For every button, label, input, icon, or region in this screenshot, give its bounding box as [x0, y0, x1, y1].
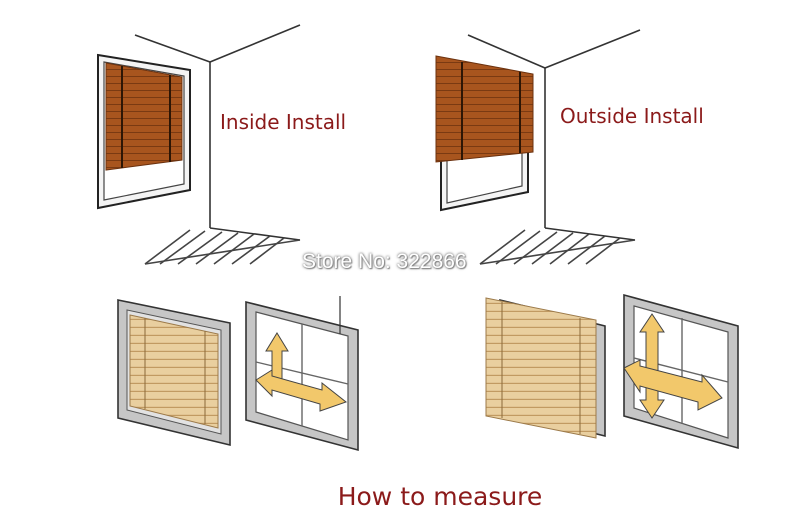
inside-room-walls [134, 24, 301, 241]
outside-room-walls [467, 29, 641, 241]
outside-install-label: Outside Install [560, 104, 704, 128]
width-arrow-icon-outside [623, 359, 723, 411]
inside-install-scene [97, 24, 301, 265]
outside-floor-boards [479, 229, 636, 265]
outside-blind [435, 55, 534, 163]
inside-blind [105, 62, 183, 171]
measure-inside-blind [117, 299, 231, 447]
store-watermark: Store No: 322866 [302, 250, 467, 273]
how-to-measure-title: How to measure [337, 482, 543, 511]
height-arrow-icon-outside [639, 313, 665, 419]
inside-install-label: Inside Install [220, 110, 347, 134]
measure-outside-blind [485, 297, 606, 439]
outside-install-scene [435, 29, 641, 265]
measure-inside-window [245, 296, 359, 452]
width-arrow-icon [255, 369, 348, 412]
measure-outside-window [623, 293, 739, 450]
inside-floor-boards [144, 229, 301, 265]
